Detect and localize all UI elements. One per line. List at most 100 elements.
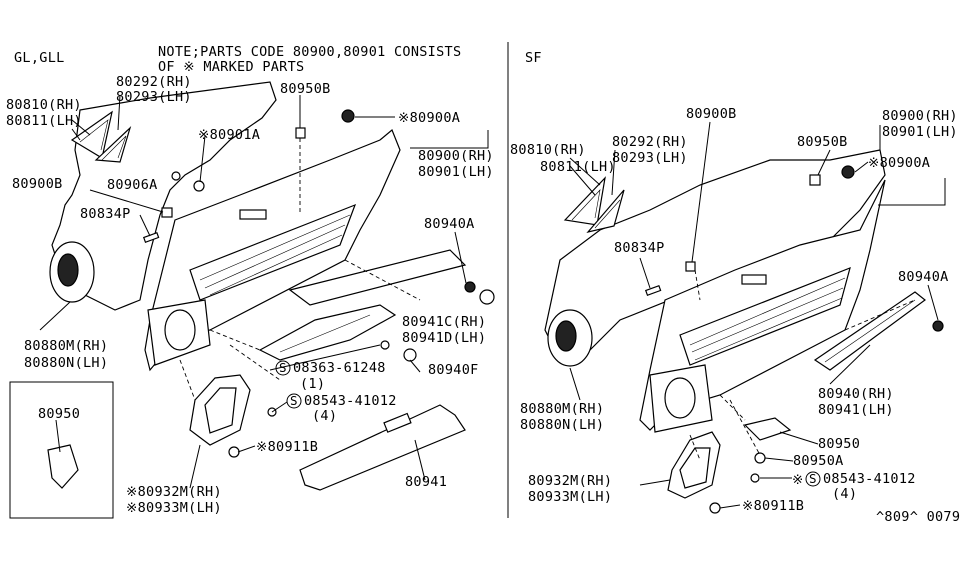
screw-80940A-left <box>464 281 476 293</box>
bracket-80950-right <box>743 417 792 441</box>
label-80880N-lh-left: 80880N(LH) <box>24 355 108 371</box>
label-80941C-rh: 80941C(RH) <box>402 314 486 330</box>
screw-star-08543-right: ※ <box>792 472 804 488</box>
label-08543-41012-left: 08543-41012 <box>304 393 397 409</box>
label-80880M-rh-right: 80880M(RH) <box>520 401 604 417</box>
label-80901-lh-right: 80901(LH) <box>882 124 958 140</box>
screw-08543-right <box>750 473 760 483</box>
cap-80940F-b <box>403 348 417 362</box>
screw-08363-left <box>380 340 390 350</box>
label-80941: 80941 <box>405 474 447 490</box>
clip-80900A-right <box>841 165 855 179</box>
corner-trim-80292-right <box>586 189 625 233</box>
label-08543-qty-right: (4) <box>832 486 857 502</box>
label-80911B-left: ※80911B <box>256 439 318 455</box>
bracket-80950-inset <box>47 444 79 489</box>
label-80950B-left: 80950B <box>280 81 331 97</box>
corner-trim-80292 <box>94 126 132 163</box>
label-80950B-right: 80950B <box>797 134 848 150</box>
label-80932M-rh-left: ※80932M(RH) <box>126 484 222 500</box>
trim-speaker-left <box>164 309 196 351</box>
label-80941-lh-right: 80941(LH) <box>818 402 894 418</box>
label-80940A-right: 80940A <box>898 269 949 285</box>
screw-symbol-08543-right-letter: S <box>809 471 817 486</box>
clip-80950B-left <box>295 127 306 139</box>
label-80811-lh-right: 80811(LH) <box>540 159 616 175</box>
clip-80900B-left <box>161 207 173 218</box>
speaker-cover-inner-left <box>204 387 237 434</box>
clip-80950A-right <box>754 452 766 464</box>
label-80906A: 80906A <box>107 177 158 193</box>
screw-symbol-08363-letter: S <box>279 360 287 375</box>
cap-80940F-left <box>479 289 495 305</box>
speaker-cover-inner-right <box>679 447 711 489</box>
note-line-2: OF ※ MARKED PARTS <box>158 59 304 75</box>
armrest-80941 <box>299 404 466 491</box>
label-80950A-right: 80950A <box>793 453 844 469</box>
clip-80901A-left <box>193 180 205 192</box>
label-80811-lh: 80811(LH) <box>6 113 82 129</box>
clip-80900A-left <box>341 109 355 123</box>
label-80950-right: 80950 <box>818 436 860 452</box>
trim-speaker-right <box>664 377 696 419</box>
clip-80906A-left <box>171 171 181 181</box>
screw-symbol-08543-right <box>805 471 821 487</box>
speaker-cone-left <box>57 253 79 287</box>
screw-symbol-08363 <box>275 360 291 376</box>
label-80292-rh-right: 80292(RH) <box>612 134 688 150</box>
label-80933M-lh-right: 80933M(LH) <box>528 489 612 505</box>
corner-trim-80810-right <box>563 176 606 226</box>
label-80950-inset: 80950 <box>38 406 80 422</box>
label-80293-lh: 80293(LH) <box>116 89 192 105</box>
screw-80940A-right <box>932 320 944 332</box>
door-inner-panel-left <box>51 81 277 311</box>
label-80900A-left: ※80900A <box>398 110 460 126</box>
label-80940-rh-right: 80940(RH) <box>818 386 894 402</box>
clip-80834P-right <box>644 284 662 296</box>
label-80293-lh-right: 80293(LH) <box>612 150 688 166</box>
label-80834P-right: 80834P <box>614 240 665 256</box>
label-08363-qty: (1) <box>300 376 325 392</box>
label-80940F: 80940F <box>428 362 479 378</box>
label-80880M-rh-left: 80880M(RH) <box>24 338 108 354</box>
label-80901-lh-left: 80901(LH) <box>418 164 494 180</box>
label-80900-rh-left: 80900(RH) <box>418 148 494 164</box>
door-handle-recess-right <box>741 274 767 285</box>
label-08363-61248: 08363-61248 <box>293 360 386 376</box>
diagram-code: ^809^ 0079 <box>876 509 960 525</box>
door-handle-recess-left <box>239 209 267 220</box>
variant-label-left: GL,GLL <box>14 50 65 66</box>
label-08543-qty-left: (4) <box>312 408 337 424</box>
variant-label-right: SF <box>525 50 542 66</box>
label-80933M-lh-left: ※80933M(LH) <box>126 500 222 516</box>
clip-80911B-left <box>228 446 240 458</box>
label-80911B-right: ※80911B <box>742 498 804 514</box>
label-80940A-left: 80940A <box>424 216 475 232</box>
screw-symbol-08543-left <box>286 393 302 409</box>
label-80900B-left: 80900B <box>12 176 63 192</box>
label-80900A-right: ※80900A <box>868 155 930 171</box>
label-08543-41012-right: 08543-41012 <box>823 471 916 487</box>
note-line-1: NOTE;PARTS CODE 80900,80901 CONSISTS <box>158 44 461 60</box>
label-80932M-rh-right: 80932M(RH) <box>528 473 612 489</box>
label-80941D-lh: 80941D(LH) <box>402 330 486 346</box>
label-80900B-right: 80900B <box>686 106 737 122</box>
label-80834P-left: 80834P <box>80 206 131 222</box>
label-80292-rh: 80292(RH) <box>116 74 192 90</box>
inset-box-80950 <box>9 381 114 519</box>
clip-80950B-right <box>809 174 821 186</box>
armrest-pocket-right <box>679 267 851 366</box>
speaker-cone-right <box>555 320 577 352</box>
label-80810-rh-right: 80810(RH) <box>510 142 586 158</box>
label-80901A-left: ※80901A <box>198 127 260 143</box>
label-80900-rh-right: 80900(RH) <box>882 108 958 124</box>
clip-80834P-left <box>142 231 160 243</box>
clip-80900B-right <box>685 261 696 272</box>
label-80880N-lh-right: 80880N(LH) <box>520 417 604 433</box>
armrest-80941-recess <box>383 412 412 433</box>
clip-80911B-right <box>709 502 721 514</box>
label-80810-rh: 80810(RH) <box>6 97 82 113</box>
screw-symbol-08543-left-letter: S <box>290 393 298 408</box>
